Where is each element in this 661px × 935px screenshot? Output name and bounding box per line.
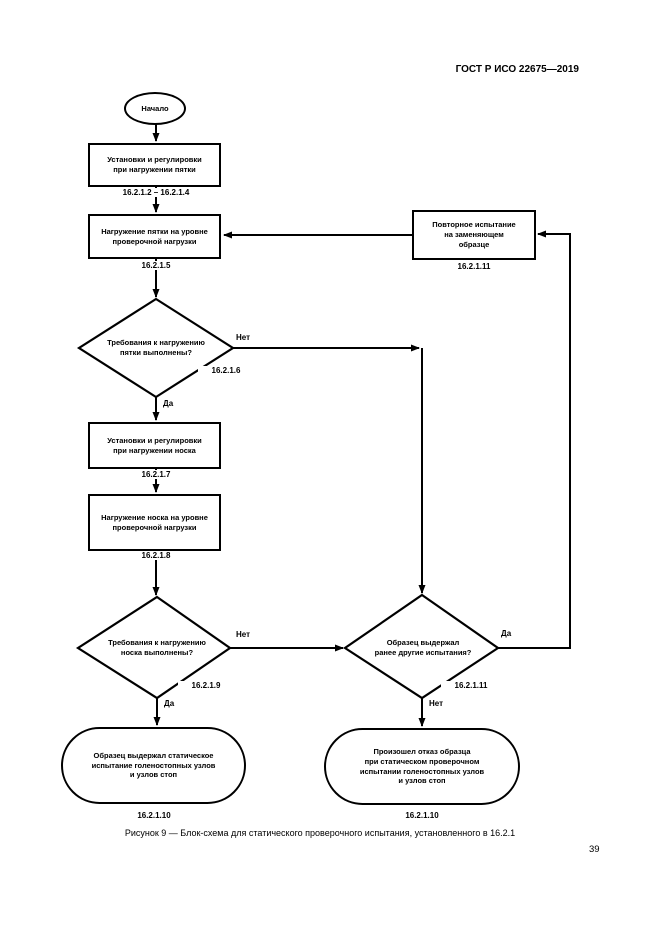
toe-decision-ref: 16.2.1.9 bbox=[178, 681, 234, 690]
load-toe-ref: 16.2.1.8 bbox=[106, 551, 206, 560]
heel-decision-yes-label: Да bbox=[162, 399, 175, 408]
prior-tests-no-label: Нет bbox=[428, 699, 445, 708]
setup-heel-ref: 16.2.1.2 – 16.2.1.4 bbox=[96, 188, 216, 197]
setup-toe-text: Установки и регулировки при нагружении н… bbox=[107, 435, 202, 455]
setup-toe-box: Установки и регулировки при нагружении н… bbox=[88, 422, 221, 469]
repeat-test-box: Повторное испытание на заменяющем образц… bbox=[412, 210, 536, 260]
document-header: ГОСТ Р ИСО 22675—2019 bbox=[455, 64, 579, 75]
prior-tests-ref: 16.2.1.11 bbox=[441, 681, 501, 690]
toe-decision-no-label: Нет bbox=[235, 630, 252, 639]
repeat-test-ref: 16.2.1.11 bbox=[424, 262, 524, 271]
heel-decision-ref: 16.2.1.6 bbox=[198, 366, 254, 375]
heel-decision-diamond bbox=[76, 297, 236, 399]
load-heel-ref: 16.2.1.5 bbox=[106, 261, 206, 270]
prior-tests-decision-text: Образец выдержал ранее другие испытания? bbox=[374, 638, 472, 657]
prior-tests-yes-label: Да bbox=[500, 629, 513, 638]
arrow-prior-yes-to-repeat bbox=[498, 230, 571, 649]
fail-terminal-ref: 16.2.1.10 bbox=[372, 811, 472, 820]
repeat-test-text: Повторное испытание на заменяющем образц… bbox=[432, 220, 516, 249]
setup-heel-box: Установки и регулировки при нагружении п… bbox=[88, 143, 221, 187]
fail-terminal: Произошел отказ образца при статическом … bbox=[324, 728, 520, 805]
heel-decision-no-label: Нет bbox=[235, 333, 252, 342]
toe-decision-yes-label: Да bbox=[163, 699, 176, 708]
fail-terminal-text: Произошел отказ образца при статическом … bbox=[359, 747, 485, 786]
prior-tests-decision-diamond bbox=[343, 593, 500, 700]
setup-heel-text: Установки и регулировки при нагружении п… bbox=[107, 155, 202, 174]
toe-decision-text: Требования к нагружению носка выполнены? bbox=[108, 638, 206, 657]
setup-toe-ref: 16.2.1.7 bbox=[106, 470, 206, 479]
figure-caption: Рисунок 9 — Блок-схема для статического … bbox=[124, 828, 516, 838]
pass-terminal: Образец выдержал статическое испытание г… bbox=[61, 727, 246, 804]
load-toe-text: Нагружение носка на уровне проверочной н… bbox=[101, 512, 208, 532]
heel-decision-text: Требования к нагружению пятки выполнены? bbox=[107, 338, 205, 357]
start-terminal: Начало bbox=[124, 92, 186, 125]
load-toe-box: Нагружение носка на уровне проверочной н… bbox=[88, 494, 221, 551]
toe-decision-diamond bbox=[75, 595, 232, 700]
start-label: Начало bbox=[141, 103, 169, 113]
load-heel-text: Нагружение пятки на уровне проверочной н… bbox=[101, 226, 208, 246]
load-heel-box: Нагружение пятки на уровне проверочной н… bbox=[88, 214, 221, 259]
pass-terminal-ref: 16.2.1.10 bbox=[104, 811, 204, 820]
pass-terminal-text: Образец выдержал статическое испытание г… bbox=[91, 750, 216, 780]
page-number: 39 bbox=[589, 844, 600, 855]
